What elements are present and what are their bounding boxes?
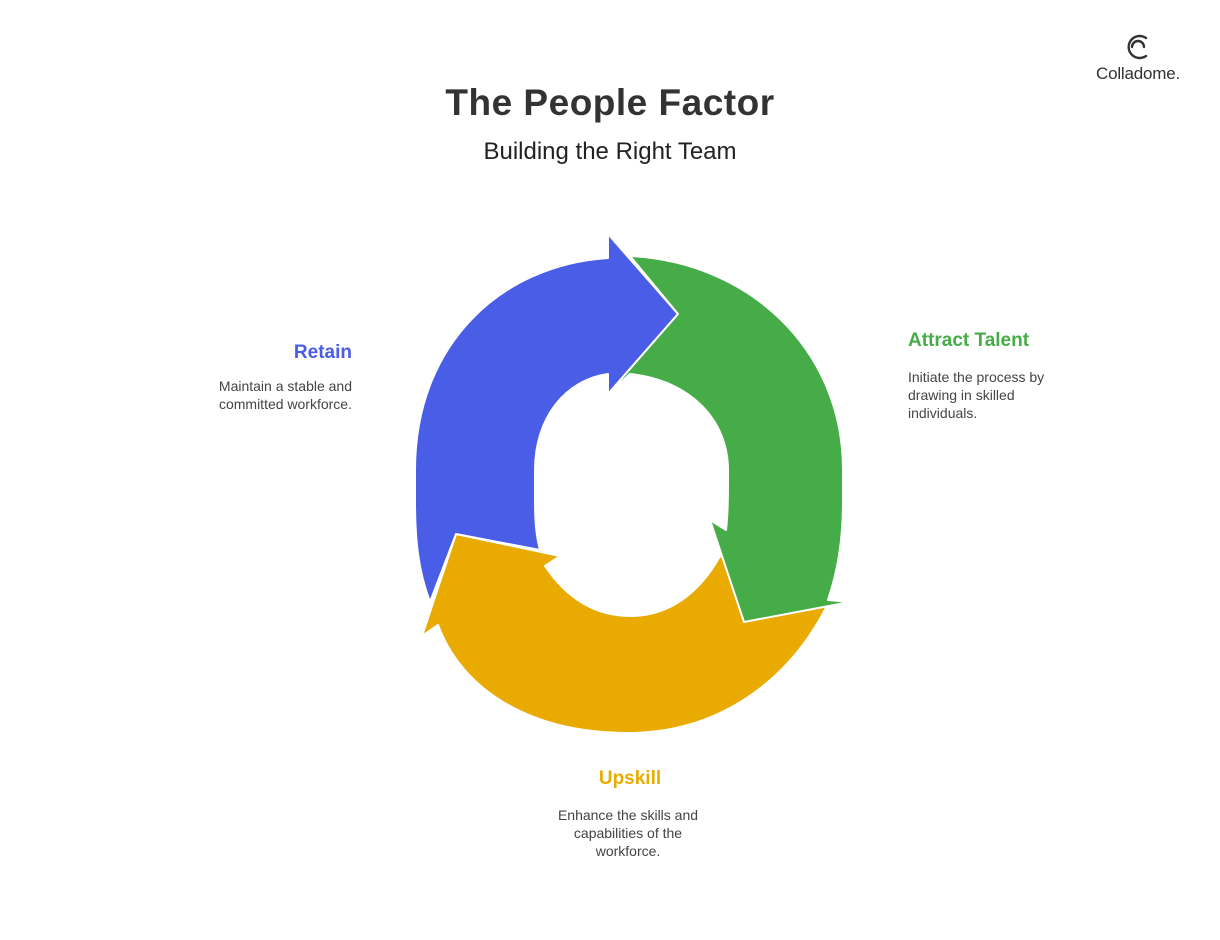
- page-subtitle: Building the Right Team: [483, 138, 737, 165]
- stage-label-attract-talent: Attract Talent: [908, 330, 1030, 351]
- upskill-arrow: [421, 533, 829, 734]
- stage-label-upskill: Upskill: [598, 768, 662, 789]
- attract-arrow: [607, 255, 851, 623]
- brand-logo: Colladome.: [1088, 32, 1188, 84]
- stage-description-retain: Maintain a stable and committed workforc…: [218, 378, 352, 412]
- logo-text: Colladome.: [1096, 64, 1180, 83]
- colladome-logo-icon: [1127, 34, 1148, 60]
- retain-arrow: [414, 233, 679, 603]
- stage-label-retain: Retain: [293, 342, 352, 363]
- page-title: The People Factor: [445, 82, 775, 123]
- stage-description-upskill: Enhance the skills and capabilities of t…: [557, 807, 699, 859]
- stage-description-attract-talent: Initiate the process by drawing in skill…: [908, 369, 1045, 421]
